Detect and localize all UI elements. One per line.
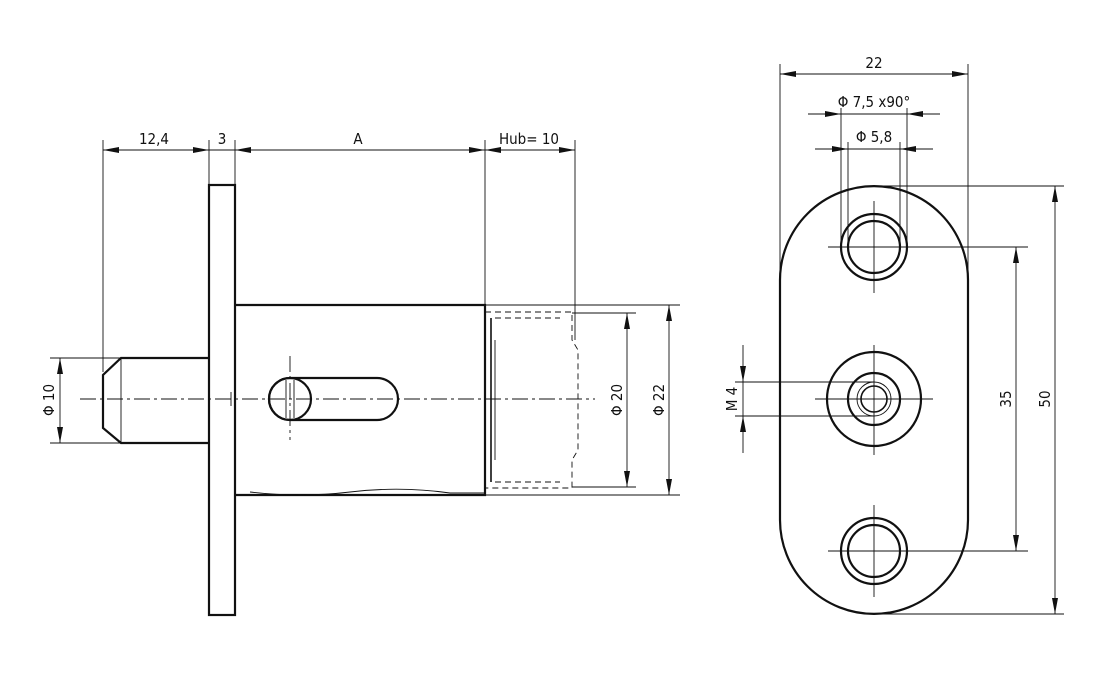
arrow (193, 147, 209, 153)
arrow (900, 146, 916, 152)
arrow (103, 147, 119, 153)
dim-flange-label: 3 (218, 130, 227, 148)
plate-outline (778, 184, 970, 616)
dim-pin-dia-label: Φ 10 (40, 384, 58, 416)
arrow (235, 147, 251, 153)
arrow (740, 416, 746, 432)
body-cylinder (235, 303, 487, 497)
dim-countersink-label: Φ 7,5 x90° (838, 93, 911, 111)
dim-pin-length-label: 12,4 (139, 130, 169, 148)
dim-height-label: 50 (1036, 390, 1054, 407)
arrow (1013, 535, 1019, 551)
dim-body-dia-large-label: Φ 22 (650, 384, 668, 416)
arrow (559, 147, 575, 153)
plunger-extended-outline (485, 311, 579, 489)
flange-plate (207, 183, 237, 617)
arrow (825, 111, 841, 117)
arrow (780, 71, 796, 77)
arrow (57, 358, 63, 374)
arrow (1052, 598, 1058, 614)
dim-hole-label: Φ 5,8 (856, 128, 892, 146)
arrow (57, 427, 63, 443)
arrow (907, 111, 923, 117)
arrow (832, 146, 848, 152)
dim-body-dia-small-label: Φ 20 (608, 384, 626, 416)
pin (101, 356, 209, 445)
arrow (624, 313, 630, 329)
arrow (485, 147, 501, 153)
dim-body-label: A (353, 130, 363, 148)
arrow (740, 366, 746, 382)
plunger-extended-inner (495, 317, 560, 483)
arrow (1052, 186, 1058, 202)
arrow (666, 479, 672, 495)
dim-thread-label: M 4 (723, 387, 741, 412)
arrow (666, 305, 672, 321)
arrow (469, 147, 485, 153)
front-view: 22 Φ 7,5 x90° Φ 5,8 M 4 35 (723, 54, 1064, 616)
dim-hole-pitch-label: 35 (997, 390, 1015, 407)
arrow (1013, 247, 1019, 263)
side-view: 12,4 3 A Hub= 10 Φ 10 Φ 20 Φ 22 (40, 130, 680, 617)
dim-width-label: 22 (865, 54, 882, 72)
arrow (624, 471, 630, 487)
dim-stroke-label: Hub= 10 (499, 130, 559, 148)
arrow (952, 71, 968, 77)
body-bottom-edge-break (249, 488, 484, 496)
